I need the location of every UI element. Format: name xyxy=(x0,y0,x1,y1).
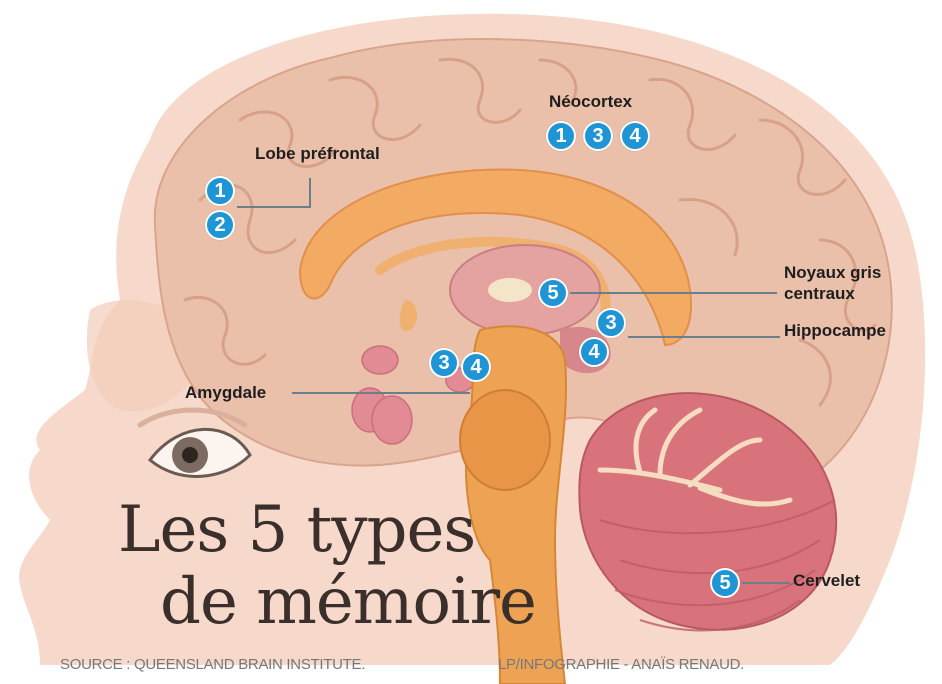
title-line-2: de mémoire xyxy=(160,566,536,638)
label-cervelet: Cervelet xyxy=(793,571,860,591)
credit-infographic: LP/INFOGRAPHIE - ANAÏS RENAUD. xyxy=(498,656,744,673)
label-hippocampe: Hippocampe xyxy=(784,321,886,341)
marker-amygdale-4: 4 xyxy=(461,352,491,382)
marker-amygdale-3: 3 xyxy=(429,348,459,378)
marker-neocortex-1: 1 xyxy=(546,121,576,151)
credit-source: SOURCE : QUEENSLAND BRAIN INSTITUTE. xyxy=(60,656,365,673)
label-lobe-prefrontal: Lobe préfrontal xyxy=(255,144,380,164)
thalamus-center xyxy=(488,278,532,302)
label-neocortex: Néocortex xyxy=(549,92,632,112)
title-line-1: Les 5 types xyxy=(118,494,475,566)
marker-hippocampe-4: 4 xyxy=(579,337,609,367)
marker-noyaux-5: 5 xyxy=(538,278,568,308)
label-noyaux-gris-line2: centraux xyxy=(784,284,855,304)
marker-prefrontal-1: 1 xyxy=(205,176,235,206)
marker-neocortex-3: 3 xyxy=(583,121,613,151)
pons xyxy=(460,390,550,490)
label-noyaux-gris-line1: Noyaux gris xyxy=(784,263,881,283)
pupil xyxy=(182,447,198,463)
marker-cervelet-5: 5 xyxy=(710,568,740,598)
label-amygdale: Amygdale xyxy=(185,383,266,403)
marker-neocortex-4: 4 xyxy=(620,121,650,151)
marker-prefrontal-2: 2 xyxy=(205,210,235,240)
marker-hippocampe-3: 3 xyxy=(596,308,626,338)
